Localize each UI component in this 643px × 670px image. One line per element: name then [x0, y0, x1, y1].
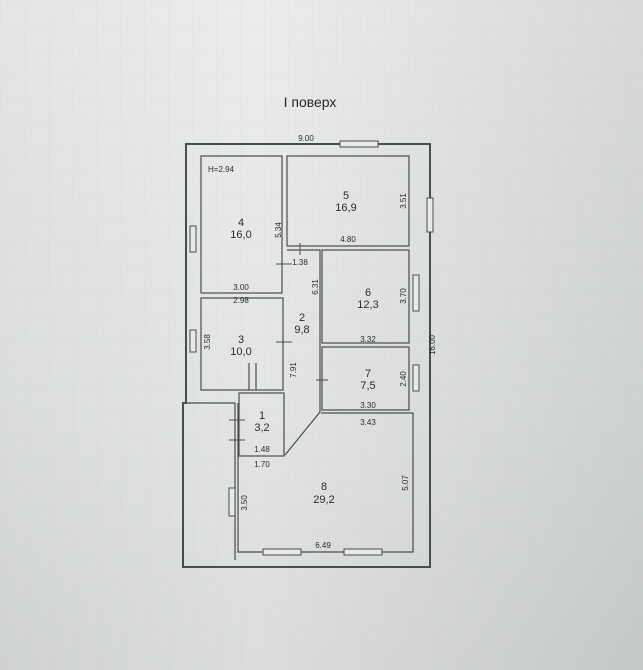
dim-r3-width: 2.98: [233, 296, 249, 305]
window-room-8-left: [228, 487, 236, 517]
dim-r4-height: 5.34: [274, 222, 283, 238]
dim-r7-width: 3.30: [360, 401, 376, 410]
dim-r6-height: 3.70: [399, 288, 408, 304]
dim-overall-length: 16.00: [428, 334, 437, 355]
room-1-outline: [238, 392, 285, 457]
room-2-area: 9,8: [294, 324, 309, 336]
window-room-4: [189, 225, 197, 253]
window-room-3: [189, 329, 197, 353]
room-3-area: 10,0: [230, 346, 251, 358]
room-7-outline: [321, 346, 410, 411]
room-8-number: 8: [321, 481, 327, 493]
room-7-number: 7: [365, 368, 371, 380]
room-1-number: 1: [259, 410, 265, 422]
window-room-5: [426, 197, 434, 233]
room-8-area: 29,2: [313, 494, 334, 506]
dim-overall-width: 9.00: [298, 134, 314, 143]
dim-r8-left: 3.50: [240, 495, 249, 511]
dim-r2-length: 7.91: [289, 362, 298, 378]
dim-r8-left-top: 1.70: [254, 460, 270, 469]
room-6-outline: [321, 249, 410, 344]
ceiling-height-label: H=2.94: [208, 165, 235, 174]
dim-r7-height: 2.40: [399, 371, 408, 387]
dim-r1-width: 1.48: [254, 445, 270, 454]
room-4-area: 16,0: [230, 229, 251, 241]
dim-r6-width: 3.32: [360, 335, 376, 344]
corridor-2-outline: [284, 249, 321, 456]
room-5-area: 16,9: [335, 202, 356, 214]
dim-r8-top: 3.43: [360, 418, 376, 427]
dim-r6-left: 6.31: [311, 279, 320, 295]
room-1-area: 3,2: [254, 422, 269, 434]
room-3-number: 3: [238, 334, 244, 346]
room-5-number: 5: [343, 190, 349, 202]
window-room-7: [412, 364, 420, 392]
room-3-outline: [200, 297, 284, 391]
dim-r5-height: 3.51: [399, 193, 408, 209]
room-4-number: 4: [238, 217, 244, 229]
window-room-8-bottom-1: [262, 548, 302, 556]
dim-r5-width: 4.80: [340, 235, 356, 244]
window-room-8-bottom-2: [343, 548, 383, 556]
room-6-area: 12,3: [357, 299, 378, 311]
window-top: [339, 140, 379, 148]
dim-r8-right: 5.07: [401, 475, 410, 491]
room-7-area: 7,5: [360, 380, 375, 392]
room-6-number: 6: [365, 287, 371, 299]
dim-r4-width: 3.00: [233, 283, 249, 292]
window-room-6: [412, 274, 420, 312]
dim-corridor-width: 1.38: [292, 258, 308, 267]
room-4-outline: [200, 155, 283, 294]
dim-r3-height: 3.58: [203, 334, 212, 350]
room-8-wall: [237, 403, 414, 553]
dim-r8-width: 6.49: [315, 541, 331, 550]
room-5-outline: [286, 155, 410, 247]
room-2-number: 2: [299, 312, 305, 324]
